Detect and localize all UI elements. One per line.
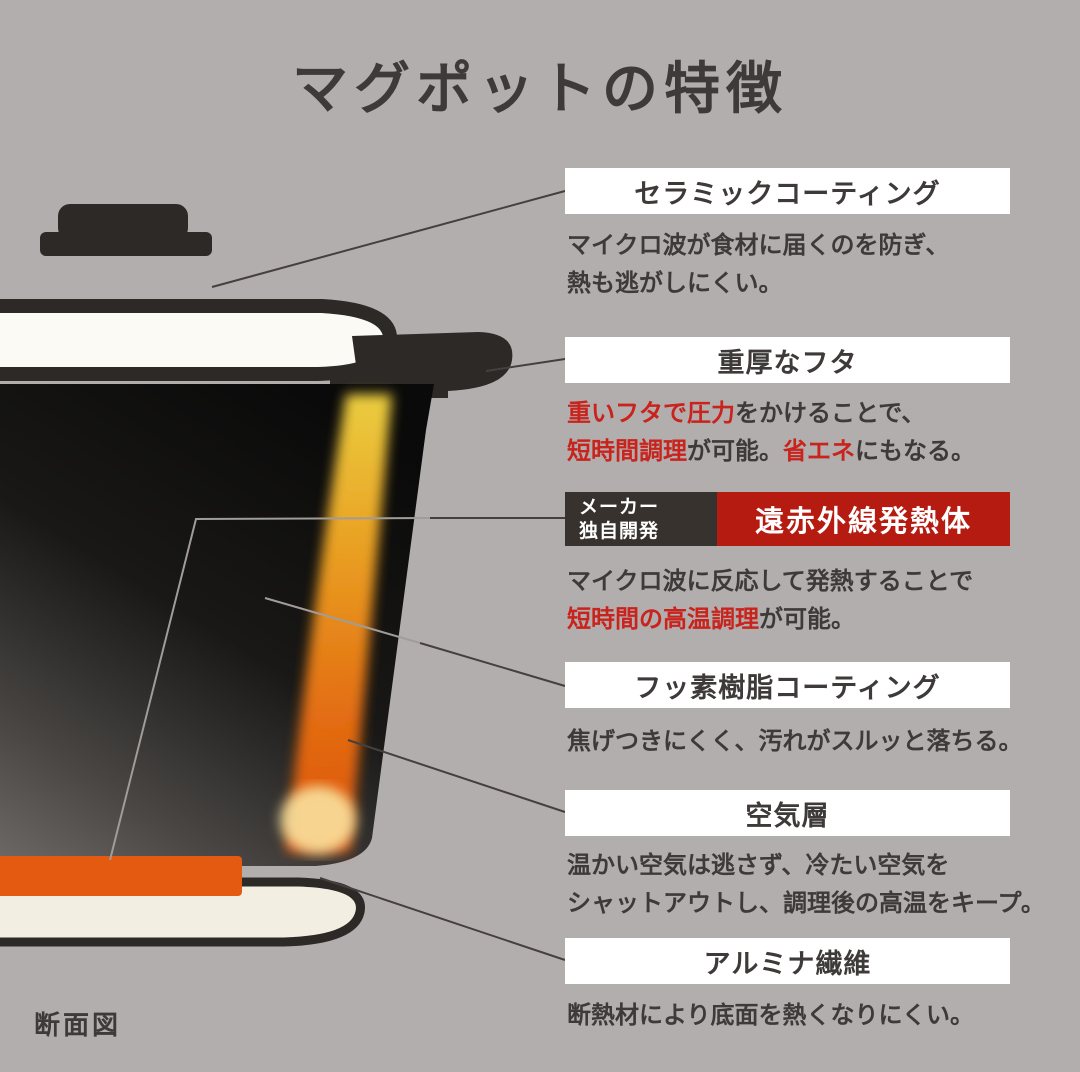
desc-line: 温かい空気は逃さず、冷たい空気を	[567, 851, 950, 879]
desc-line: マイクロ波に反応して発熱することで	[567, 567, 974, 595]
desc-line: 断熱材により底面を熱くなりにくい。	[567, 1001, 975, 1029]
desc-far-infrared-heater: マイクロ波に反応して発熱することで 短時間の高温調理が可能。	[567, 562, 1072, 638]
desc-line: 熱も逃がしにくい。	[567, 269, 783, 297]
label-alumina-fiber: アルミナ繊維	[565, 938, 1010, 984]
label-fluororesin-coating: フッ素樹脂コーティング	[565, 662, 1010, 708]
desc-line: 短時間の高温調理が可能。	[567, 605, 855, 633]
badge-line: メーカー	[579, 496, 660, 518]
pot-cross-section-illustration	[0, 204, 513, 947]
heating-element-bar	[0, 856, 242, 896]
lid-handle-shape	[40, 204, 212, 256]
desc-alumina-fiber: 断熱材により底面を熱くなりにくい。	[567, 996, 1072, 1034]
badge-line: 独自開発	[579, 520, 660, 542]
label-ceramic-coating: セラミックコーティング	[565, 168, 1010, 214]
heat-glow-hotspot	[280, 786, 356, 854]
desc-heavy-lid: 重いフタで圧力をかけることで、 短時間調理が可能。省エネにもなる。	[567, 394, 1072, 470]
desc-line: シャットアウトし、調理後の高温をキープ。	[567, 889, 1045, 917]
lid-shape	[0, 299, 397, 381]
label-heavy-lid: 重厚なフタ	[565, 337, 1010, 383]
cross-section-caption: 断面図	[34, 1011, 122, 1041]
desc-line: マイクロ波が食材に届くのを防ぎ、	[567, 231, 950, 259]
desc-air-layer: 温かい空気は逃さず、冷たい空気を シャットアウトし、調理後の高温をキープ。	[567, 846, 1072, 922]
desc-fluororesin-coating: 焦げつきにくく、汚れがスルッと落ちる。	[567, 722, 1072, 760]
page-title: マグポットの特徴	[292, 57, 788, 122]
maker-development-badge: メーカー 独自開発	[565, 492, 717, 546]
label-air-layer: 空気層	[565, 790, 1010, 836]
desc-line: 重いフタで圧力をかけることで、	[567, 399, 926, 427]
desc-line: 焦げつきにくく、汚れがスルッと落ちる。	[567, 727, 1023, 755]
desc-line: 短時間調理が可能。省エネにもなる。	[567, 437, 975, 465]
label-far-infrared-heater: 遠赤外線発熱体	[717, 492, 1010, 546]
desc-ceramic-coating: マイクロ波が食材に届くのを防ぎ、 熱も逃がしにくい。	[567, 226, 1072, 302]
